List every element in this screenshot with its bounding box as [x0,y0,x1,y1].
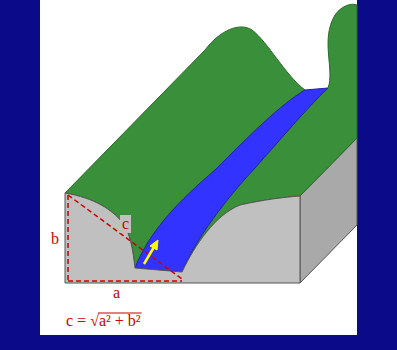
dimension-line-a [68,280,182,282]
dimension-label: a [113,284,120,302]
slope-arrow-shaft [144,247,154,264]
white-panel [40,0,357,335]
formula: c = √a² + b² [66,312,141,330]
dimension-label: c [120,215,131,233]
dimension-line-b [67,195,69,281]
dimension-line-c [68,195,182,279]
dimension-label: b [51,230,59,248]
front-face [65,193,300,283]
slope-arrow-head [150,240,158,250]
